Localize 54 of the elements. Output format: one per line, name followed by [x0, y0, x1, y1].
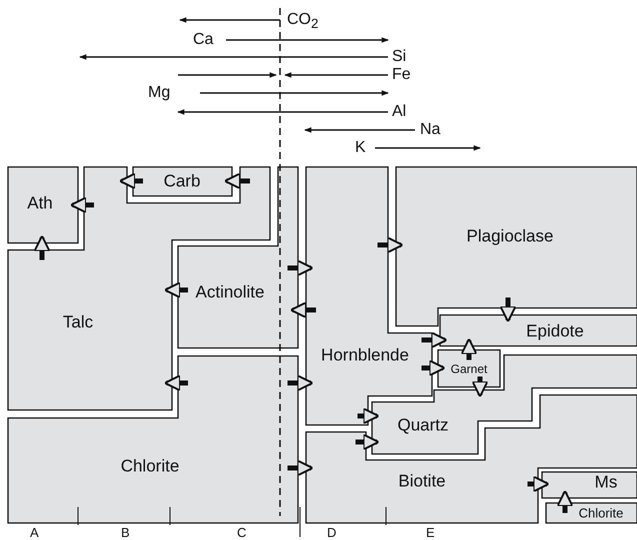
- zone-label: Biotite: [398, 472, 446, 490]
- reaction-arrow: [290, 302, 316, 318]
- reaction-arrow: [164, 374, 188, 392]
- reaction-arrow: [288, 374, 314, 392]
- element-label: Ca: [193, 32, 214, 48]
- reaction-arrow: [472, 376, 488, 398]
- zone-label: Hornblende: [321, 346, 409, 364]
- mineral-zone: [306, 395, 637, 523]
- reaction-arrow: [500, 298, 516, 322]
- reaction-arrow: [70, 196, 94, 214]
- zone-label: Plagioclase: [466, 228, 554, 244]
- reaction-arrow: [164, 282, 188, 298]
- reaction-arrow: [358, 408, 380, 424]
- element-label: Si: [392, 49, 406, 65]
- zone-label: Garnet: [450, 363, 488, 375]
- zone-letter: E: [426, 526, 435, 539]
- zone-label: Actinolite: [196, 284, 264, 300]
- reaction-arrow: [460, 338, 478, 360]
- reaction-arrow: [422, 332, 448, 348]
- mineral-zone: [542, 472, 637, 498]
- zone-label: Ath: [27, 194, 53, 212]
- zone-label: Quartz: [397, 416, 449, 434]
- element-label: Fe: [392, 67, 411, 83]
- reaction-arrow: [556, 490, 574, 513]
- mineral-zone: [8, 356, 298, 523]
- element-label: K: [355, 140, 366, 156]
- element-label: Al: [392, 104, 406, 120]
- reaction-arrow: [288, 460, 314, 476]
- mineral-zone: [133, 167, 232, 196]
- zone-label: Carb: [164, 172, 200, 190]
- reaction-arrow: [528, 476, 550, 492]
- zone-letter: D: [327, 526, 336, 539]
- reaction-arrow: [288, 260, 314, 276]
- reaction-arrow: [356, 434, 380, 450]
- element-label: Mg: [148, 85, 170, 101]
- mineral-zone: [546, 503, 637, 523]
- mineral-zone: [440, 315, 637, 346]
- mineral-zone: [438, 350, 500, 387]
- reaction-arrow: [224, 172, 250, 190]
- zone-label: Ms: [594, 474, 618, 490]
- zone-letter: B: [121, 526, 130, 539]
- zone-label: Chlorite: [120, 458, 180, 474]
- reaction-arrow: [378, 236, 404, 254]
- zone-label: Chlorite: [578, 506, 624, 520]
- element-label: Na: [420, 122, 440, 138]
- zone-letter: C: [237, 526, 246, 539]
- reaction-arrow: [34, 235, 50, 260]
- mineral-zone: [8, 167, 78, 243]
- zone-label: Epidote: [526, 322, 584, 340]
- element-label: CO$_{2}$: [287, 12, 318, 31]
- reaction-arrow: [422, 360, 446, 376]
- zone-label: Talc: [62, 314, 94, 330]
- zone-letter: A: [30, 526, 39, 539]
- reaction-arrow: [119, 172, 143, 190]
